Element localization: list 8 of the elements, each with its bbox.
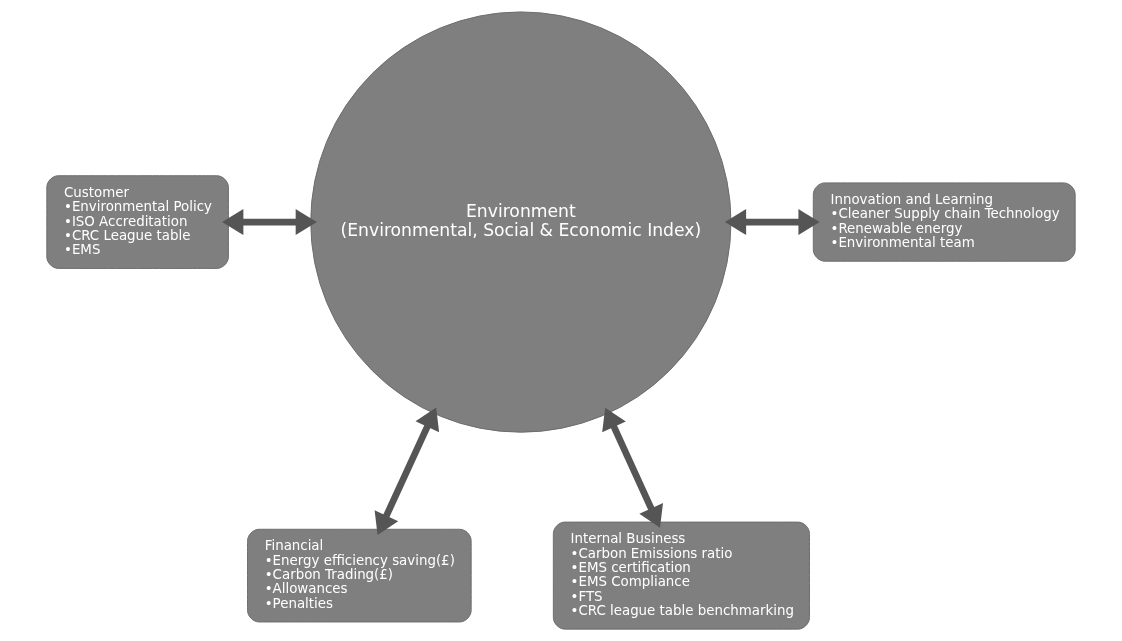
node-box: Innovation and Learning •Cleaner Supply chain Technology •Renewable energy •Environmental team xyxy=(812,182,1076,262)
node-box: Customer •Environmental Policy •ISO Accreditation •CRC League table •EMS xyxy=(46,175,229,269)
arrow xyxy=(374,407,440,535)
arrow xyxy=(222,209,317,236)
arrow xyxy=(602,407,663,528)
arrow xyxy=(724,209,820,236)
node-box: Internal Business •Carbon Emissions ratio •EMS certification •EMS Compliance •FTS •CRC league table benchmarking xyxy=(552,521,810,630)
node-box: Financial •Energy efficiency saving(£) •Carbon Trading(£) •Allowances •Penalties xyxy=(247,528,472,623)
